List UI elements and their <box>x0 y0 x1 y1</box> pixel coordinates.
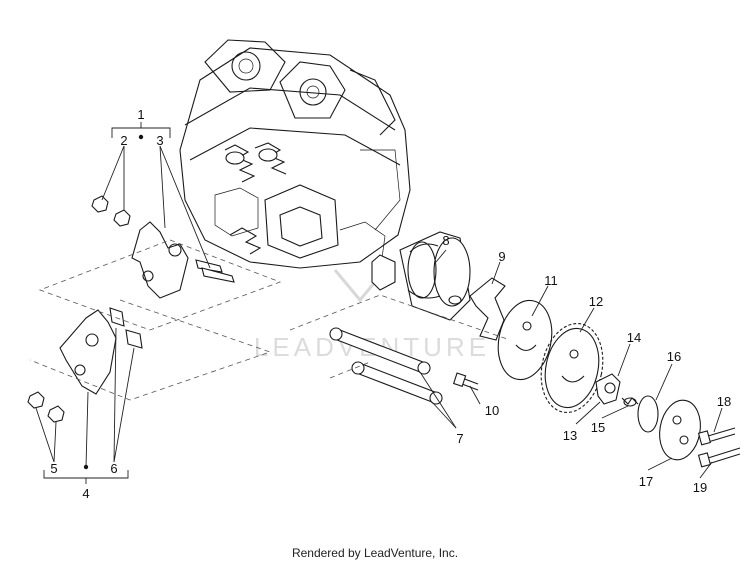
end-cover <box>637 395 701 461</box>
callout-5: 5 <box>50 461 57 476</box>
cylinder-head <box>179 39 411 269</box>
callout-1: 1 <box>137 107 144 122</box>
disc <box>497 299 553 381</box>
callout-7: 7 <box>456 431 463 446</box>
callout-17: 17 <box>639 474 653 489</box>
callout-11: 11 <box>544 273 558 288</box>
callout-6: 6 <box>110 461 117 476</box>
callout-16: 16 <box>667 349 681 364</box>
callout-14: 14 <box>627 330 641 345</box>
callout-labels: 1 2 3 4 5 6 7 8 9 10 11 12 13 14 15 16 1… <box>50 107 731 501</box>
assembly-guides <box>29 239 511 401</box>
callout-3: 3 <box>156 133 163 148</box>
callout-13: 13 <box>563 428 577 443</box>
group-brackets <box>43 122 171 484</box>
callout-9: 9 <box>498 249 505 264</box>
lower-rocker-arm <box>59 307 143 395</box>
callout-18: 18 <box>717 394 731 409</box>
upper-rocker-arm <box>131 221 235 299</box>
callout-10: 10 <box>485 403 499 418</box>
callout-2: 2 <box>120 133 127 148</box>
callout-12: 12 <box>589 294 603 309</box>
camshaft <box>371 231 471 321</box>
cam-sprocket <box>540 322 604 414</box>
plate <box>469 277 506 341</box>
callout-19: 19 <box>693 480 707 495</box>
callout-4: 4 <box>82 486 89 501</box>
tensioner-assembly <box>595 373 639 407</box>
nuts <box>27 195 131 423</box>
leader-lines <box>35 145 723 479</box>
callout-15: 15 <box>591 420 605 435</box>
callout-8: 8 <box>442 233 449 248</box>
bolts <box>452 372 741 468</box>
rendered-by-footer: Rendered by LeadVenture, Inc. <box>291 546 459 560</box>
